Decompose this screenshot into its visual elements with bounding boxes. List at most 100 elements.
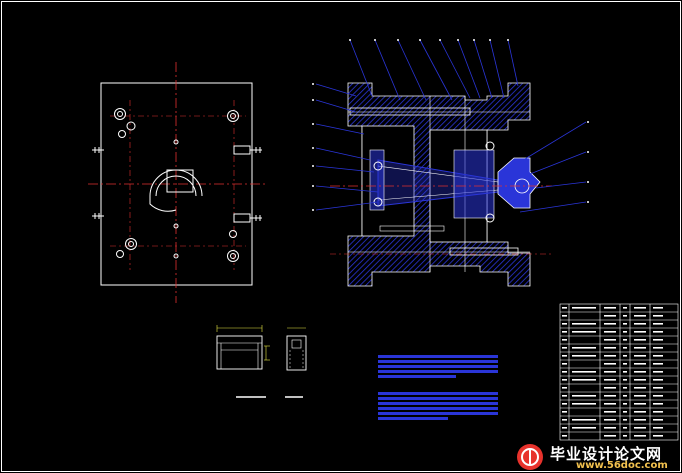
parts-list-cell-mark — [634, 347, 646, 349]
parts-list-cell-mark — [623, 427, 627, 429]
parts-list-cell-mark — [653, 435, 663, 437]
parts-list-cell-mark — [653, 387, 663, 389]
core-hole — [485, 141, 495, 151]
parts-list-cell-mark — [562, 427, 567, 429]
pin-hole — [173, 253, 179, 259]
product-front-view — [216, 325, 270, 370]
parts-list-cell-mark — [634, 355, 646, 357]
parts-list-cell-mark — [653, 411, 663, 413]
parts-list-cell-mark — [572, 419, 596, 421]
side-bolt-right-top — [233, 145, 262, 155]
screw-hole — [118, 130, 126, 138]
return-pin — [379, 225, 445, 232]
watermark-logo-icon — [517, 444, 543, 470]
parts-list-cell-mark — [634, 435, 646, 437]
parts-list-cell-mark — [623, 363, 627, 365]
parts-list-cell-mark — [562, 363, 567, 365]
parts-list-cell-mark — [623, 307, 627, 309]
parts-list-cell-mark — [634, 331, 646, 333]
parts-list-cell-mark — [572, 355, 596, 357]
parts-list-cell-mark — [653, 331, 663, 333]
parts-list-cell-mark — [634, 403, 646, 405]
guide-pillar-bottom-left — [125, 238, 137, 250]
parts-list-cell-mark — [604, 379, 616, 381]
parts-list-table — [559, 303, 679, 441]
parts-list-cell-mark — [653, 323, 663, 325]
parts-list-cell-mark — [562, 371, 567, 373]
parts-list-cell-mark — [572, 307, 596, 309]
parts-list-cell-mark — [653, 339, 663, 341]
parts-list-cell-mark — [634, 307, 646, 309]
parts-list-cell-mark — [604, 331, 616, 333]
parts-list-cell-mark — [562, 307, 567, 309]
parts-list-cell-mark — [562, 411, 567, 413]
parts-list-cell-mark — [653, 403, 663, 405]
parts-list-cell-mark — [623, 323, 627, 325]
sprue-bushing — [497, 157, 541, 209]
parts-list-cell-mark — [604, 411, 616, 413]
parts-list-cell-mark — [623, 355, 627, 357]
parts-list-cell-mark — [604, 427, 616, 429]
parts-list-cell-mark — [653, 427, 663, 429]
screw-hole — [126, 121, 136, 131]
parts-list-cell-mark — [623, 403, 627, 405]
parts-list-cell-mark — [623, 315, 627, 317]
screw-hole — [116, 250, 124, 258]
parts-list-cell-mark — [604, 323, 616, 325]
parts-list-cell-mark — [653, 371, 663, 373]
guide-pin-top — [349, 107, 471, 116]
parts-list-cell-mark — [604, 315, 616, 317]
parts-list-cell-mark — [572, 347, 596, 349]
guide-pillar-bottom-right — [227, 250, 239, 262]
technical-notes-block-1 — [378, 355, 498, 378]
parts-list-cell-mark — [572, 379, 596, 381]
parts-list-cell-mark — [634, 387, 646, 389]
parts-list-cell-mark — [653, 419, 663, 421]
parts-list-cell-mark — [653, 355, 663, 357]
guide-pin-bottom — [449, 247, 519, 256]
parts-list-cell-mark — [634, 363, 646, 365]
parts-list-cell-mark — [623, 435, 627, 437]
parts-list-cell-mark — [604, 339, 616, 341]
parts-list-cell-mark — [653, 315, 663, 317]
parts-list-cell-mark — [604, 371, 616, 373]
parts-list-cell-mark — [634, 419, 646, 421]
ejector-block — [369, 149, 385, 211]
side-bolt-left-bottom — [92, 213, 104, 219]
screw-hole — [229, 230, 237, 238]
parts-list-cell-marks — [562, 307, 663, 437]
parts-list-cell-mark — [562, 339, 567, 341]
watermark: 毕业设计论文网 www.56doc.com — [512, 441, 682, 473]
parts-list-cell-mark — [604, 419, 616, 421]
parts-list-cell-mark — [623, 395, 627, 397]
parts-list-cell-mark — [562, 403, 567, 405]
parts-list-cell-mark — [623, 339, 627, 341]
parts-list-cell-mark — [604, 435, 616, 437]
parts-list-cell-mark — [634, 339, 646, 341]
parts-list-cell-mark — [604, 347, 616, 349]
parts-list-cell-mark — [572, 371, 596, 373]
parts-list-cell-mark — [653, 395, 663, 397]
pin-hole — [173, 223, 179, 229]
side-bolt-right-bottom — [233, 213, 262, 223]
parts-list-cell-mark — [634, 315, 646, 317]
parts-list-cell-mark — [634, 379, 646, 381]
parts-list-cell-mark — [653, 347, 663, 349]
core-hole — [485, 213, 495, 223]
parts-list-cell-mark — [562, 323, 567, 325]
parts-list-cell-mark — [572, 427, 596, 429]
parts-list-cell-mark — [562, 355, 567, 357]
parts-list-cell-mark — [562, 347, 567, 349]
part-leader-lines — [315, 39, 587, 213]
ejector-pin — [373, 161, 383, 171]
parts-list-cell-mark — [562, 331, 567, 333]
pin-hole — [173, 139, 179, 145]
parts-list-cell-mark — [562, 435, 567, 437]
cavity-outline — [149, 169, 203, 212]
parts-list-cell-mark — [604, 355, 616, 357]
parts-list-cell-mark — [604, 307, 616, 309]
parts-list-cell-mark — [623, 411, 627, 413]
parts-list-cell-mark — [623, 347, 627, 349]
parts-list-cell-mark — [653, 379, 663, 381]
